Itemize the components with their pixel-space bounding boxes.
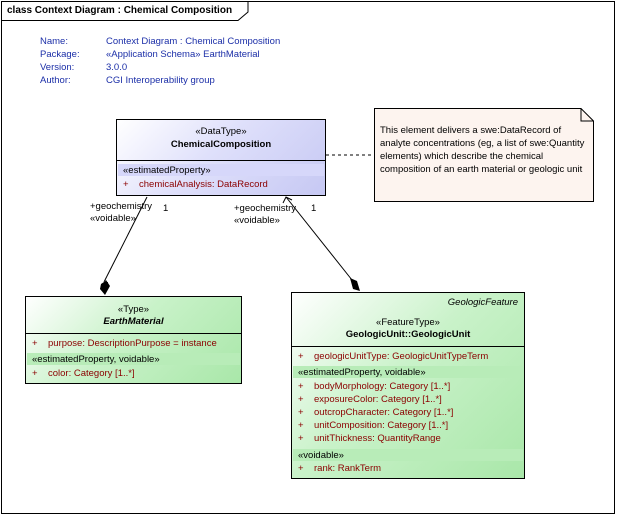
aggregation-diamond-earth-head xyxy=(100,280,110,295)
chemical-section-band xyxy=(118,164,324,176)
assoc-right-multiplicity: 1 xyxy=(311,203,317,214)
meta-name-value: Context Diagram : Chemical Composition xyxy=(106,36,281,47)
geo-attr-exposure-color: exposureColor: Category [1..*] xyxy=(314,394,442,405)
earth-section-label: «estimatedProperty, voidable» xyxy=(32,354,160,365)
note-text: This element delivers a swe:DataRecord o… xyxy=(380,125,585,175)
chemical-attr-visibility: + xyxy=(123,179,129,190)
geo-section2-band xyxy=(293,449,523,461)
geo-section1-label: «estimatedProperty, voidable» xyxy=(298,367,426,378)
class-chemical-composition[interactable]: «DataType» ChemicalComposition «estimate… xyxy=(116,119,326,196)
frame-title: class Context Diagram : Chemical Composi… xyxy=(7,5,233,16)
navigability-arrow xyxy=(282,196,293,204)
geo-attr-visibility: + xyxy=(298,420,304,431)
chemical-attr: chemicalAnalysis: DataRecord xyxy=(139,179,268,190)
geo-separator xyxy=(292,346,524,347)
assoc-left-stereotype: «voidable» xyxy=(90,213,136,224)
geo-stereotype: «FeatureType» xyxy=(376,317,440,328)
geo-section2-label: «voidable» xyxy=(298,450,344,461)
geo-attr-visibility: + xyxy=(298,407,304,418)
meta-package-label: Package: xyxy=(40,49,80,60)
earth-section-band xyxy=(27,353,240,365)
meta-version-value: 3.0.0 xyxy=(106,62,128,73)
geo-attr1-visibility: + xyxy=(298,351,304,362)
earth-attr-color: color: Category [1..*] xyxy=(48,368,135,379)
meta-package-value: «Application Schema» EarthMaterial xyxy=(106,49,260,60)
geo-name: GeologicUnit::GeologicUnit xyxy=(345,329,471,340)
geo-attr-rank: rank: RankTerm xyxy=(314,463,382,474)
note[interactable]: This element delivers a swe:DataRecord o… xyxy=(374,108,594,202)
assoc-left-multiplicity: 1 xyxy=(163,203,169,214)
geo-attr-outcrop-character: outcropCharacter: Category [1..*] xyxy=(314,407,454,418)
geo-attr-visibility: + xyxy=(298,394,304,405)
assoc-earth-line[interactable] xyxy=(103,196,148,283)
assoc-right-role: +geochemistry xyxy=(234,203,297,214)
chemical-section-label: «estimatedProperty» xyxy=(123,165,211,176)
geo-supertype: GeologicFeature xyxy=(447,297,518,308)
frame-title-tab: class Context Diagram : Chemical Composi… xyxy=(1,1,249,21)
assoc-right-stereotype: «voidable» xyxy=(234,215,280,226)
chemical-name: ChemicalComposition xyxy=(170,139,272,150)
class-geologic-unit[interactable]: GeologicFeature «FeatureType» GeologicUn… xyxy=(291,292,525,479)
earth-attr-purpose: purpose: DescriptionPurpose = instance xyxy=(48,338,217,349)
note-shape xyxy=(374,108,594,202)
meta-version-label: Version: xyxy=(40,62,75,73)
geo-attr-last-visibility: + xyxy=(298,463,304,474)
meta-author-value: CGI Interoperability group xyxy=(106,75,215,86)
geo-attr-unit-type: geologicUnitType: GeologicUnitTypeTerm xyxy=(314,351,489,362)
aggregation-diamond-geo xyxy=(350,278,360,291)
chemical-separator xyxy=(117,160,325,161)
geo-attr-visibility: + xyxy=(298,433,304,444)
earth-separator xyxy=(26,333,241,334)
earth-name: EarthMaterial xyxy=(103,316,164,327)
geo-attr-unit-composition: unitComposition: Category [1..*] xyxy=(314,420,449,431)
meta-author-label: Author: xyxy=(40,75,71,86)
geo-section1-band xyxy=(293,366,523,378)
meta-name-label: Name: xyxy=(40,36,68,47)
chemical-stereotype: «DataType» xyxy=(195,126,247,137)
earth-attr2-visibility: + xyxy=(32,368,38,379)
frame-title-tab-shape xyxy=(1,1,249,21)
assoc-geo-line[interactable] xyxy=(285,196,353,281)
earth-attr1-visibility: + xyxy=(32,338,38,349)
geo-attr-unit-thickness: unitThickness: QuantityRange xyxy=(314,433,441,444)
class-earth-material[interactable]: «Type» EarthMaterial + purpose: Descript… xyxy=(25,296,242,384)
earth-stereotype: «Type» xyxy=(117,304,150,315)
assoc-left-role: +geochemistry xyxy=(90,201,153,212)
geo-attr-body-morphology: bodyMorphology: Category [1..*] xyxy=(314,381,451,392)
geo-attr-visibility: + xyxy=(298,381,304,392)
